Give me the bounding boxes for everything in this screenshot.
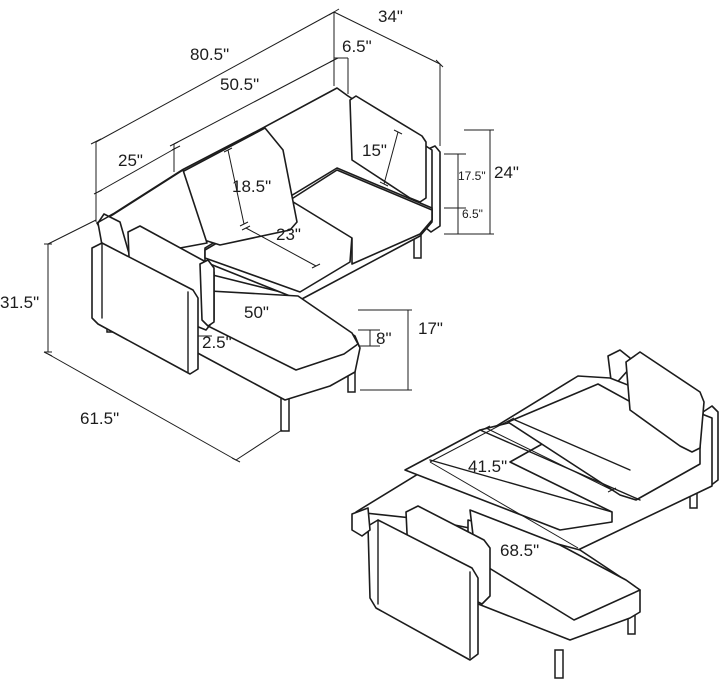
- label-total-height-side: 24": [494, 163, 519, 182]
- label-chaise-arm: 2.5": [202, 333, 232, 352]
- label-chaise-depth: 61.5": [80, 409, 119, 428]
- chaise-pillow-side: [199, 259, 215, 327]
- bed-side-tray: [351, 507, 371, 537]
- label-cushion-thickness: 8": [376, 329, 392, 348]
- seat-cushion-right: [289, 169, 433, 265]
- leg: [554, 649, 564, 679]
- label-bed-length: 68.5": [500, 541, 539, 560]
- sofa-bed-view: [351, 349, 719, 679]
- bed-back-pillow: [625, 351, 705, 453]
- label-seat-height: 17": [418, 319, 443, 338]
- left-arm: [91, 242, 199, 375]
- dimension-labels: 80.5" 34" 6.5" 50.5" 25" 18.5" 15" 17.5"…: [0, 7, 539, 560]
- label-bed-width: 41.5": [468, 457, 507, 476]
- label-overall-height: 31.5": [0, 293, 39, 312]
- label-seat-width: 50.5": [220, 75, 259, 94]
- label-back-from-seat: 17.5": [458, 169, 486, 183]
- sofa-upright-view: [91, 87, 441, 432]
- label-depth: 34": [378, 7, 403, 26]
- label-arm-width: 6.5": [342, 37, 372, 56]
- label-overall-length: 80.5": [190, 45, 229, 64]
- back-pillow-right: [349, 95, 427, 203]
- label-chaise-length: 50": [244, 303, 269, 322]
- label-seat-depth: 23": [276, 225, 301, 244]
- label-cushion-width: 25": [118, 151, 143, 170]
- dimension-lines: [43, 8, 617, 549]
- label-back-height: 18.5": [232, 177, 271, 196]
- bed-panel-3: [507, 383, 701, 501]
- label-arm-cushion-height: 15": [362, 141, 387, 160]
- label-leg-height: 6.5": [462, 207, 483, 221]
- bed-left-arm: [367, 519, 479, 661]
